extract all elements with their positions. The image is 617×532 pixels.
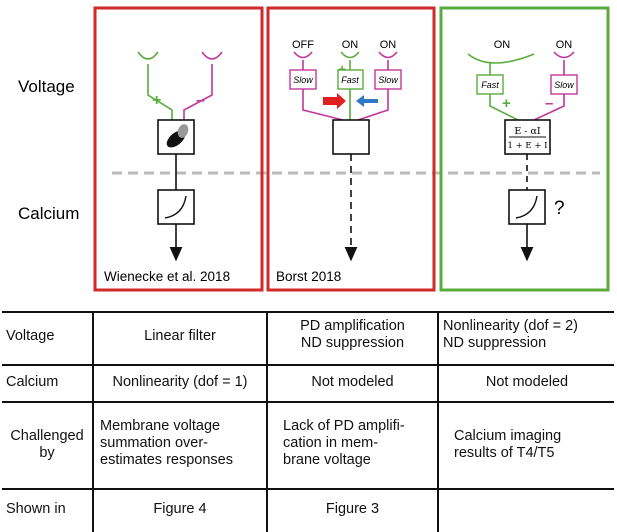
row-header-challenged-by: Challenged by [10, 428, 84, 461]
row-label-calcium: Calcium [18, 204, 79, 223]
minus-sign: – [376, 61, 384, 77]
panel-frame-green [439, 6, 610, 292]
label-on-right: ON [556, 39, 573, 51]
row-label-voltage: Voltage [18, 77, 75, 96]
magenta-dendrite-icon [378, 51, 398, 59]
label-on-center: ON [342, 39, 359, 51]
green-dendrite-icon [137, 51, 159, 60]
cell-voltage-wienecke: Linear filter [144, 328, 216, 344]
slow-filter-label: Slow [293, 75, 313, 85]
nonlinearity-box [157, 189, 195, 225]
model-diagram: Voltage Calcium + – Wienecke et al. 2018… [18, 6, 610, 292]
nonlinearity-curve-icon [164, 195, 187, 219]
fast-filter-label: Fast [481, 80, 499, 90]
cell-calcium-wienecke: Nonlinearity (dof = 1) [112, 374, 248, 390]
slow-filter-label: Slow [378, 75, 398, 85]
row-header-calcium: Calcium [6, 374, 59, 390]
label-off: OFF [292, 39, 314, 51]
blue-arrow-icon [356, 95, 378, 107]
plus-sign: + [502, 95, 511, 112]
magenta-dendrite-icon [201, 51, 223, 60]
filter-kernel-gray-icon [177, 124, 189, 138]
row-header-voltage: Voltage [6, 328, 55, 344]
magenta-dendrite-icon [553, 51, 575, 59]
cell-challenged-wienecke: Membrane voltage summation over- estimat… [100, 418, 233, 468]
label-on-right: ON [380, 39, 397, 51]
nonlinearity-box [508, 189, 546, 225]
unknown-question-mark: ? [554, 198, 565, 219]
cell-challenged-proposed: Calcium imaging results of T4/T5 [454, 428, 562, 461]
formula-denominator: 1 + E + I [507, 141, 547, 151]
citation-wienecke: Wienecke et al. 2018 [104, 269, 230, 284]
fast-filter-label: Fast [341, 75, 359, 85]
combination-box [332, 119, 370, 155]
cell-calcium-proposed: Not modeled [485, 374, 569, 390]
minus-sign: – [545, 95, 553, 112]
citation-borst: Borst 2018 [276, 269, 341, 284]
panel-borst: OFF ON ON – + – Slow Fast Slow Borst 201… [266, 6, 436, 292]
green-input-line [147, 64, 173, 120]
cell-voltage-proposed: Nonlinearity (dof = 2) ND suppression [443, 318, 578, 351]
plus-sign: + [152, 92, 161, 109]
red-arrow-icon [323, 93, 346, 109]
row-header-shown-in: Shown in [6, 501, 66, 517]
cell-shown-borst: Figure 3 [325, 501, 380, 517]
cell-challenged-borst: Lack of PD amplifi- cation in mem- brane… [283, 418, 405, 468]
cell-shown-wienecke: Figure 4 [153, 501, 207, 517]
plus-sign: + [338, 61, 346, 77]
panel-proposed: ON ON Fast Slow + – E - αI 1 + E + I ? [439, 6, 610, 292]
panel-wienecke: + – Wienecke et al. 2018 [93, 6, 264, 292]
panel-frame-red [266, 6, 436, 292]
magenta-input-line [183, 64, 213, 120]
minus-sign: – [196, 92, 205, 109]
magenta-dendrite-icon [293, 51, 313, 59]
slow-filter-label: Slow [554, 80, 574, 90]
nonlinearity-curve-icon [515, 195, 538, 219]
cell-voltage-borst: PD amplification ND suppression [300, 318, 405, 351]
minus-sign: – [290, 61, 298, 77]
label-on-left: ON [494, 39, 511, 51]
cell-calcium-borst: Not modeled [311, 374, 394, 390]
green-dendrite-icon [467, 53, 535, 64]
panel-frame-red [93, 6, 264, 292]
formula-numerator: E - αI [514, 126, 541, 137]
green-dendrite-icon [340, 51, 360, 59]
